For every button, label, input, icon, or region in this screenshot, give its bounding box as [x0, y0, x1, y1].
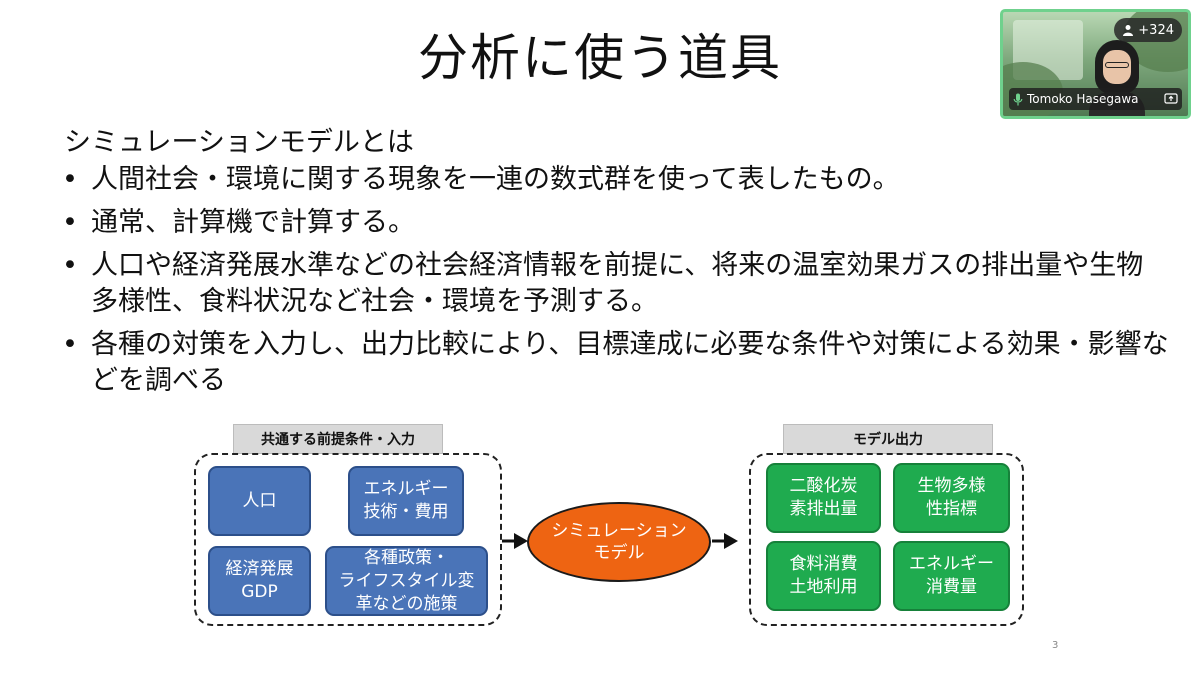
mic-icon	[1013, 93, 1023, 105]
output-box: 食料消費 土地利用	[766, 541, 881, 611]
bullet-item: • 各種の対策を入力し、出力比較により、目標達成に必要な条件や対策による効果・影…	[60, 327, 1170, 399]
bullet-text: 人口や経済発展水準などの社会経済情報を前提に、将来の温室効果ガスの排出量や生物多…	[91, 250, 1144, 317]
input-group	[194, 453, 502, 626]
bullet-item: • 通常、計算機で計算する。	[60, 205, 1170, 241]
output-group	[749, 453, 1024, 626]
bullet-item: • 人間社会・環境に関する現象を一連の数式群を使って表したもの。	[60, 162, 1170, 198]
intro-text: シミュレーションモデルとは	[64, 127, 414, 158]
bullet-text: 人間社会・環境に関する現象を一連の数式群を使って表したもの。	[91, 164, 900, 195]
output-box: エネルギー 消費量	[893, 541, 1010, 611]
participant-count: +324	[1138, 22, 1174, 38]
person-icon	[1123, 25, 1134, 36]
slide-title: 分析に使う道具	[418, 29, 782, 87]
participant-name: Tomoko Hasegawa	[1027, 92, 1139, 106]
bullet-list: • 人間社会・環境に関する現象を一連の数式群を使って表したもの。 • 通常、計算…	[60, 162, 1170, 406]
input-box: 人口	[208, 466, 311, 536]
participant-name-bar: Tomoko Hasegawa	[1009, 88, 1182, 110]
bullet-dot: •	[62, 207, 78, 238]
bullet-text: 各種の対策を入力し、出力比較により、目標達成に必要な条件や対策による効果・影響な…	[91, 329, 1169, 396]
input-group-label: 共通する前提条件・入力	[233, 424, 443, 454]
input-box: 各種政策・ ライフスタイル変 革などの施策	[325, 546, 488, 616]
output-box: 二酸化炭 素排出量	[766, 463, 881, 533]
page-number: 3	[1052, 640, 1059, 651]
participant-count-badge[interactable]: +324	[1114, 18, 1182, 42]
arrow-right-icon	[502, 533, 528, 549]
input-box: エネルギー 技術・費用	[348, 466, 464, 536]
input-box: 経済発展 GDP	[208, 546, 311, 616]
output-box: 生物多様 性指標	[893, 463, 1010, 533]
bullet-text: 通常、計算機で計算する。	[91, 207, 415, 238]
arrow-right-icon	[712, 533, 738, 549]
participant-video-tile[interactable]: +324 Tomoko Hasegawa	[1000, 9, 1191, 119]
bullet-dot: •	[62, 329, 78, 360]
output-group-label: モデル出力	[783, 424, 993, 454]
bullet-dot: •	[62, 250, 78, 281]
bullet-item: • 人口や経済発展水準などの社会経済情報を前提に、将来の温室効果ガスの排出量や生…	[60, 248, 1170, 320]
bullet-dot: •	[62, 164, 78, 195]
simulation-model: シミュレーション モデル	[527, 502, 711, 582]
screen-share-icon[interactable]	[1164, 93, 1178, 105]
